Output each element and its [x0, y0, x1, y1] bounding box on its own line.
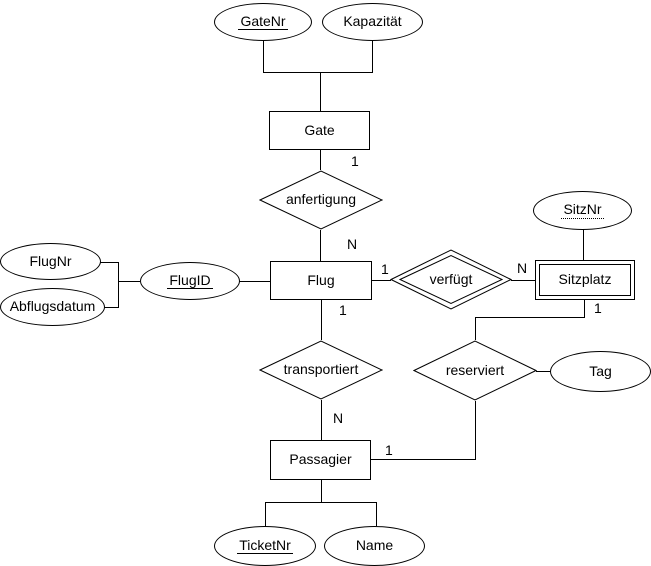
- connector-sitzplatz-elbow-h: [475, 317, 585, 318]
- connector-gate-anfertigung: [320, 150, 321, 170]
- attribute-kapazitaet: Kapazität: [322, 3, 423, 41]
- cardinality-flug-transportiert: 1: [339, 302, 347, 318]
- double-diamond-shape: [390, 249, 512, 310]
- connector-sitznr-sitzplatz: [583, 229, 584, 260]
- relationship-reserviert: reserviert: [413, 339, 537, 402]
- cardinality-flug-verfuegt: 1: [381, 261, 389, 277]
- connector-flug-attr-bracket: [118, 262, 119, 308]
- relationship-label: transportiert: [283, 361, 359, 378]
- relationship-label: reserviert: [445, 361, 505, 378]
- attribute-label: Tag: [589, 362, 612, 379]
- cardinality-anfertigung-flug: N: [347, 236, 358, 252]
- attribute-label: FlugID: [167, 271, 213, 290]
- connector-verfuegt-sitzplatz: [511, 280, 535, 281]
- entity-label: Passagier: [289, 451, 352, 468]
- attribute-abflugsdatum: Abflugsdatum: [0, 288, 105, 326]
- connector-flugnr-bracket: [100, 262, 119, 263]
- relationship-transportiert: transportiert: [259, 339, 383, 401]
- connector-kapazitaet-drop: [372, 41, 373, 73]
- connector-flugid-flug: [239, 281, 270, 282]
- cardinality-transportiert-passagier: N: [333, 410, 344, 426]
- connector-sitzplatz-elbow-v1: [584, 300, 585, 318]
- diamond-shape: [259, 340, 383, 400]
- relationship-anfertigung: anfertigung: [259, 169, 383, 231]
- relationship-verfuegt: verfügt: [390, 248, 512, 311]
- connector-gatenr-drop: [263, 41, 264, 73]
- cardinality-sitzplatz-reserviert: 1: [594, 300, 602, 316]
- attribute-gatenr: GateNr: [214, 3, 312, 41]
- attribute-label: SitzNr: [561, 201, 604, 219]
- connector-reserviert-tag: [536, 371, 551, 372]
- connector-passagier-drop: [321, 480, 322, 503]
- diamond-shape: [413, 340, 537, 401]
- connector-abflugsdatum-bracket: [104, 307, 119, 308]
- attribute-flugnr: FlugNr: [0, 243, 101, 280]
- entity-flug: Flug: [270, 261, 372, 300]
- diamond-shape: [259, 170, 383, 230]
- relationship-label: anfertigung: [285, 191, 357, 208]
- entity-gate: Gate: [269, 111, 370, 150]
- relationship-label: verfügt: [429, 270, 473, 287]
- connector-flug-transportiert: [321, 300, 322, 340]
- connector-flug-verfuegt: [371, 280, 391, 281]
- attribute-label: GateNr: [238, 12, 288, 31]
- cardinality-verfuegt-sitzplatz: N: [517, 260, 528, 276]
- weak-entity-inner-border: [539, 264, 631, 296]
- entity-sitzplatz: Sitzplatz: [535, 260, 635, 300]
- attribute-tag: Tag: [550, 351, 651, 392]
- attribute-flugid: FlugID: [140, 262, 240, 300]
- attribute-label: TicketNr: [237, 536, 293, 555]
- connector-anfertigung-flug: [320, 230, 321, 261]
- connector-reserviert-elbow-v: [475, 401, 476, 459]
- cardinality-gate-anfertigung: 1: [351, 153, 359, 169]
- connector-elbow-reserviert: [475, 317, 476, 340]
- entity-label: Sitzplatz: [558, 271, 612, 288]
- attribute-label: Kapazität: [343, 13, 402, 30]
- connector-bracket-flugid: [118, 281, 140, 282]
- attribute-label: Abflugsdatum: [9, 298, 96, 315]
- attribute-name: Name: [324, 526, 425, 566]
- connector-passagier-attr-bracket: [265, 502, 377, 503]
- entity-passagier: Passagier: [270, 440, 371, 480]
- connector-bracket-gate: [320, 72, 321, 111]
- cardinality-reserviert-passagier: 1: [385, 442, 393, 458]
- connector-bracket-ticketnr: [265, 502, 266, 526]
- attribute-label: Name: [355, 537, 394, 554]
- attribute-ticketnr: TicketNr: [214, 526, 316, 566]
- attribute-label: FlugNr: [29, 252, 72, 269]
- connector-elbow-passagier: [371, 459, 476, 460]
- entity-label: Flug: [307, 271, 335, 288]
- attribute-sitznr: SitzNr: [533, 191, 632, 230]
- connector-bracket-name: [376, 502, 377, 526]
- entity-label: Gate: [304, 121, 335, 138]
- connector-gate-attr-bracket: [263, 72, 373, 73]
- connector-transportiert-passagier: [321, 400, 322, 440]
